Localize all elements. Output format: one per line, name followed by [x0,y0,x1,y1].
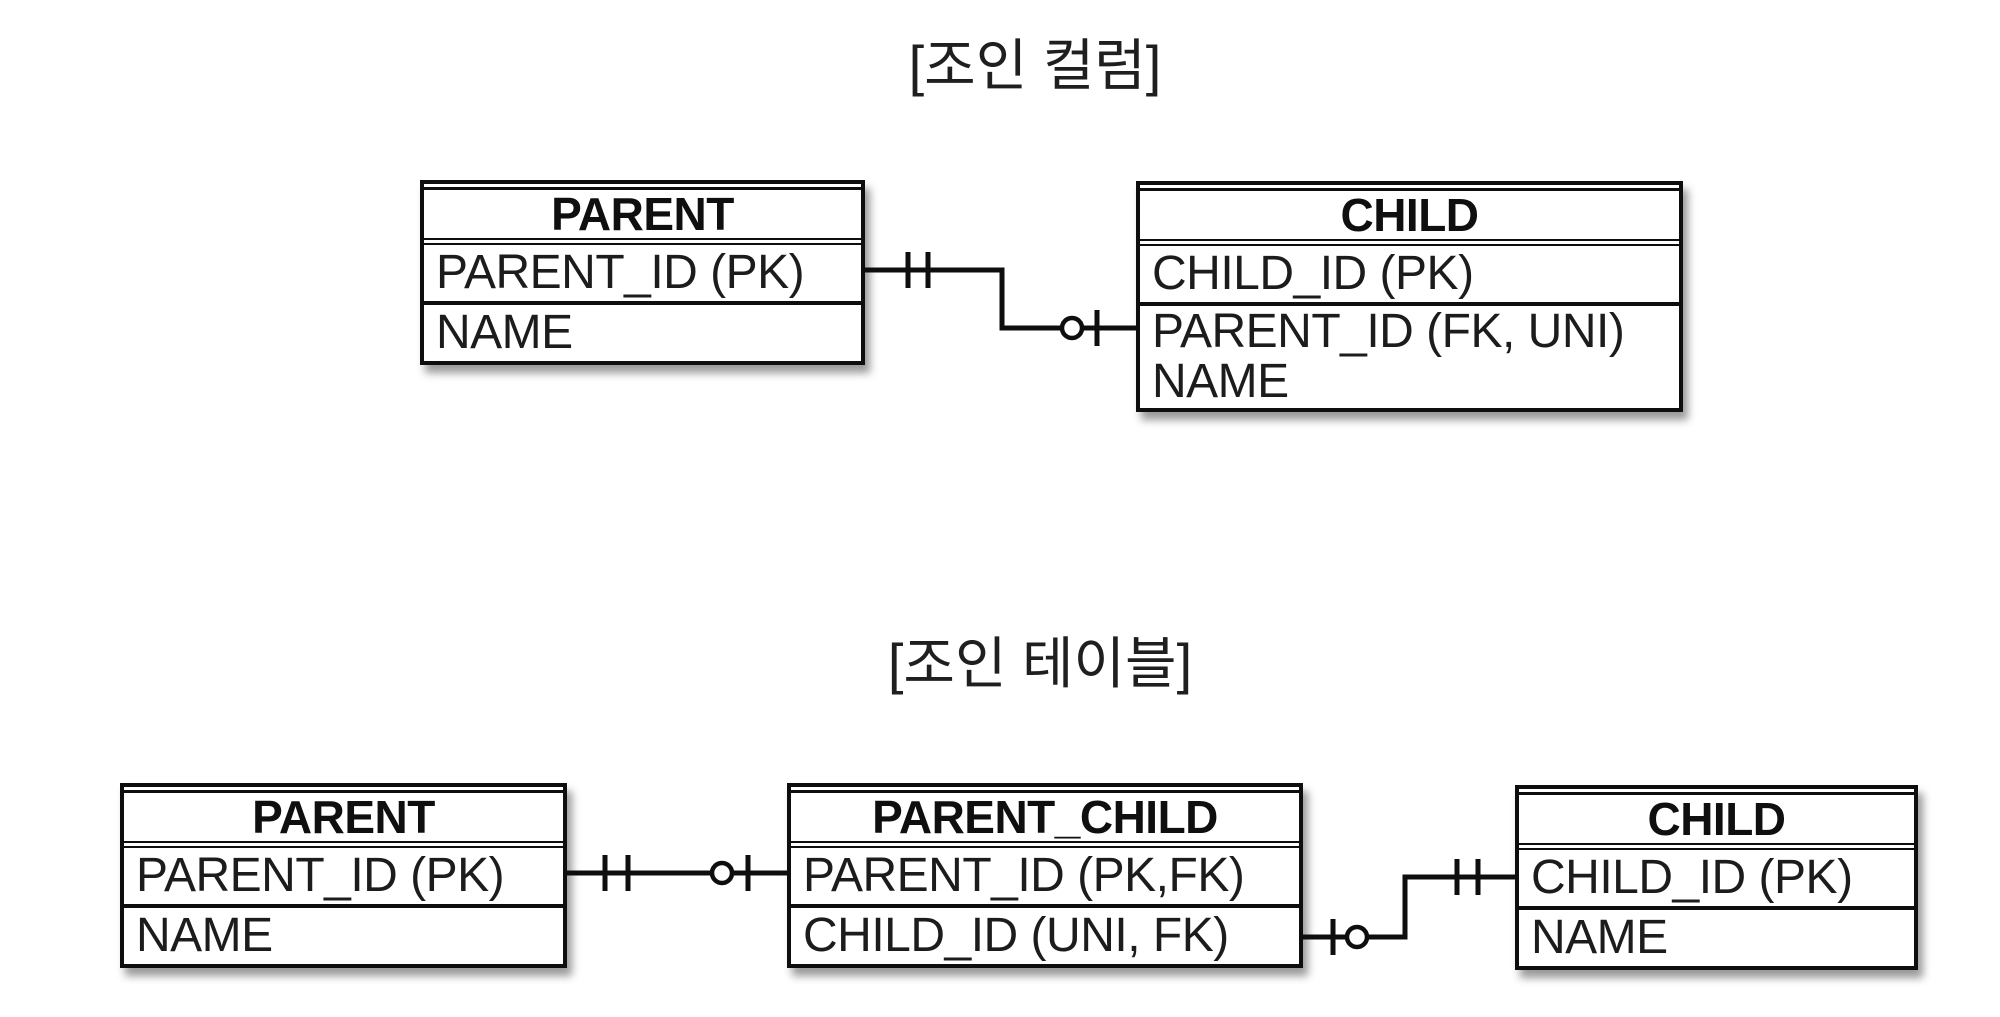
column-cell: NAME [124,904,563,964]
relationship-parentchild-child-join-table [1303,859,1515,955]
relationship-parent-child-join-column [865,252,1136,346]
relationship-parent-parentchild-join-table [567,855,787,891]
column-cell: NAME [1519,906,1914,966]
table-title: PARENT [424,187,861,238]
join-column-title: [조인 컬럼] [908,34,1162,97]
table-parent-join-column: PARENT PARENT_ID (PK) NAME [420,180,865,365]
column-cell: CHILD_ID (UNI, FK) [791,904,1299,964]
table-child-join-column: CHILD CHILD_ID (PK) PARENT_ID (FK, UNI) … [1136,181,1683,412]
table-title: CHILD [1140,188,1679,239]
column-line: PARENT_ID (FK, UNI) [1152,305,1625,358]
table-child-join-table: CHILD CHILD_ID (PK) NAME [1515,785,1918,970]
column-cell: PARENT_ID (PK) [424,238,861,301]
column-cell: PARENT_ID (PK,FK) [791,841,1299,904]
column-cell: PARENT_ID (FK, UNI) NAME [1140,302,1679,408]
column-cell: NAME [424,301,861,361]
cardinality-zero-circle-icon [709,860,735,886]
table-title: CHILD [1519,792,1914,843]
cardinality-zero-circle-icon [1059,315,1085,341]
join-table-title: [조인 테이블] [887,632,1193,695]
table-title: PARENT_CHILD [791,790,1299,841]
cardinality-zero-circle-icon [1344,924,1370,950]
table-title: PARENT [124,790,563,841]
column-cell: CHILD_ID (PK) [1519,843,1914,906]
column-line: NAME [1152,355,1289,408]
table-parent-join-table: PARENT PARENT_ID (PK) NAME [120,783,567,968]
column-cell: PARENT_ID (PK) [124,841,563,904]
table-parent-child-join-table: PARENT_CHILD PARENT_ID (PK,FK) CHILD_ID … [787,783,1303,968]
column-cell: CHILD_ID (PK) [1140,239,1679,302]
